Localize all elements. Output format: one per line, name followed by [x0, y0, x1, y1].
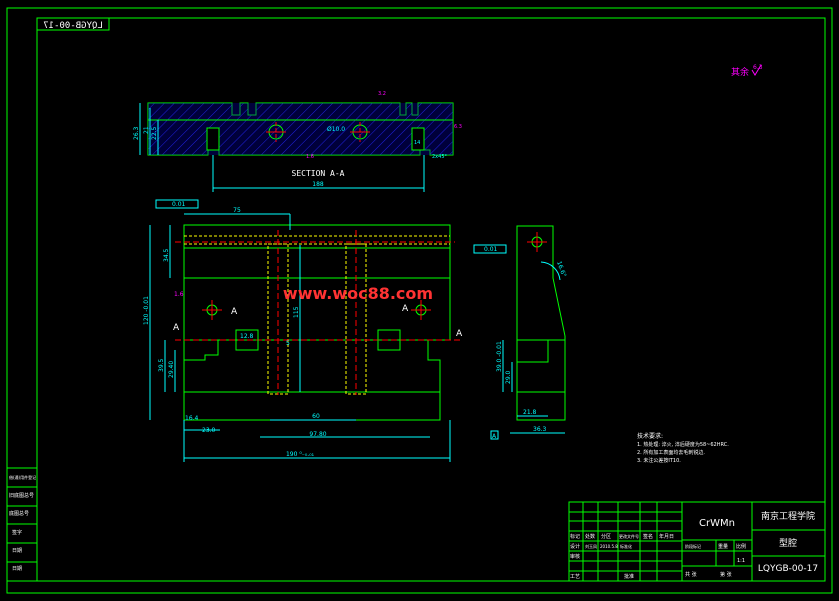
- front-low2-dim: 29.40: [168, 361, 175, 378]
- tb-weight: 重量: [718, 543, 728, 550]
- tb-standard: 标准化: [620, 543, 632, 549]
- side-view: 16.6° 0.01 39.0 -0.01 29.0 21.8 36.3: [473, 225, 567, 434]
- side-table-row-6: 日期: [12, 566, 22, 572]
- tb-sheet: 共 张: [685, 571, 697, 578]
- side-table-row-3: 底图总号: [9, 510, 29, 517]
- side-table: [6, 467, 38, 582]
- front-low-dim: 39.5: [158, 358, 165, 372]
- drawing-frame: [6, 7, 833, 594]
- tb-design: 设计: [570, 543, 580, 550]
- section-dimension-lines: [139, 103, 425, 192]
- front-mid-dim: 115: [293, 306, 300, 318]
- tb-review: 审核: [570, 553, 580, 560]
- front-pocket-right: [377, 329, 401, 351]
- section-pocket-right: [411, 127, 425, 151]
- section-mark-2: A: [231, 307, 238, 317]
- section-small-dim: 14: [414, 140, 420, 146]
- side-w2-dim: 36.3: [533, 426, 547, 433]
- section-d2-dim: 22.5: [151, 126, 158, 140]
- section-mark-3: A: [402, 304, 409, 314]
- front-height-top-dim: 34.5: [163, 248, 170, 262]
- title-material: CrWMn: [699, 518, 735, 529]
- notes-line-3: 3. 未注公差按IT10.: [637, 457, 681, 464]
- tb-scale: 比例: [736, 543, 746, 550]
- tb-count: 处数: [585, 533, 595, 540]
- section-chamfer-dim: 2x45°: [432, 154, 448, 160]
- mirrored-code: LQYGB-00-17: [43, 21, 103, 31]
- section-fill: [148, 103, 453, 155]
- title-block: [568, 501, 826, 582]
- tb-process: 工艺: [570, 574, 580, 580]
- front-base2-dim: 23.0: [202, 427, 216, 434]
- front-base1-dim: 16.4: [185, 415, 199, 422]
- section-hole-dim: Ø10.0: [327, 126, 345, 133]
- roughness-symbol-icon: [751, 64, 762, 76]
- tb-sheet2: 第 张: [720, 571, 732, 578]
- watermark: www.woc88.com: [283, 284, 433, 303]
- side-angle-arc: [540, 261, 561, 281]
- side-table-row-5: 日期: [12, 548, 22, 554]
- side-h1-dim: 39.0 -0.01: [496, 341, 503, 372]
- front-width-dim: 75: [233, 207, 241, 214]
- side-h2-dim: 29.0: [505, 370, 512, 384]
- tb-zone: 分区: [601, 533, 611, 540]
- front-view: 12.8 A A A A 0.01 75 34.: [143, 199, 499, 462]
- section-roughness-1: 3.2: [378, 91, 386, 97]
- flatness-value: 0.01: [172, 201, 186, 208]
- section-d1-dim: 21: [143, 126, 150, 134]
- technical-notes: 技术要求: 1. 热处理: 淬火, 淬后硬度为58~62HRC. 2. 所有加工…: [637, 432, 729, 464]
- front-slot-dim: 60: [312, 413, 320, 420]
- section-mark-1: A: [173, 323, 180, 333]
- title-institution: 南京工程学院: [761, 510, 815, 522]
- front-overall-dim: 190 ⁰₋₀.₀₁: [286, 451, 315, 458]
- section-view: Ø10.0 26.3 21 22.5 188 14 2x45° 3.2 1.6 …: [133, 91, 462, 192]
- side-dimension-lines: [502, 340, 565, 434]
- front-total-h-dim: 120 -0.01: [143, 296, 150, 325]
- tb-design-date: 2010.5.8: [600, 544, 618, 549]
- notes-line-1: 1. 热处理: 淬火, 淬后硬度为58~62HRC.: [637, 441, 729, 448]
- section-body: [147, 102, 454, 156]
- front-pocket-left: [235, 329, 259, 351]
- section-length-dim: 188: [312, 181, 324, 188]
- section-title: SECTION A-A: [292, 169, 345, 178]
- tb-approve: 批准: [624, 573, 634, 580]
- tb-date: 年月日: [659, 533, 674, 540]
- notes-title: 技术要求:: [637, 432, 663, 440]
- tb-doc: 更改文件号: [619, 533, 639, 539]
- notes-line-2: 2. 所有加工表面均去毛刺锐边.: [637, 449, 705, 456]
- remaining-roughness-value: 6.3: [753, 64, 763, 71]
- side-w1-dim: 21.8: [523, 409, 537, 416]
- tb-designer: 刘玉凤: [585, 543, 597, 549]
- flatness-frame: [155, 199, 199, 209]
- front-roughness: 1.6: [174, 291, 184, 298]
- section-mark-4: A: [456, 329, 463, 339]
- side-table-row-2: 旧底图总号: [9, 492, 34, 499]
- tb-mark: 标记: [570, 533, 580, 540]
- remaining-roughness-label: 其余: [731, 66, 749, 78]
- front-span-dim: 97.80: [309, 431, 326, 438]
- title-part-name: 型腔: [779, 537, 797, 549]
- section-pocket-left: [206, 127, 220, 151]
- datum-label: A: [492, 433, 497, 440]
- section-roughness-2: 1.6: [306, 154, 314, 160]
- section-roughness-3: 6.3: [454, 124, 462, 130]
- side-table-row-1: 借(通)用件登记: [9, 474, 36, 480]
- tb-scale-val: 1:1: [737, 558, 745, 564]
- tb-stage: 阶段标记: [685, 543, 701, 549]
- side-perp-frame: [473, 244, 507, 254]
- front-small-dim: 5: [286, 340, 290, 347]
- side-slot: [516, 339, 549, 363]
- tb-sign: 签名: [643, 533, 653, 540]
- side-perp-value: 0.01: [484, 246, 498, 253]
- side-table-row-4: 签字: [12, 529, 22, 536]
- front-box-dim: 12.8: [240, 333, 254, 340]
- section-height-dim: 26.3: [133, 126, 140, 140]
- front-dimension-lines: [149, 213, 451, 462]
- datum-box: [490, 430, 499, 440]
- title-drawing-no: LQYGB-00-17: [758, 564, 818, 574]
- side-outline: [516, 225, 566, 421]
